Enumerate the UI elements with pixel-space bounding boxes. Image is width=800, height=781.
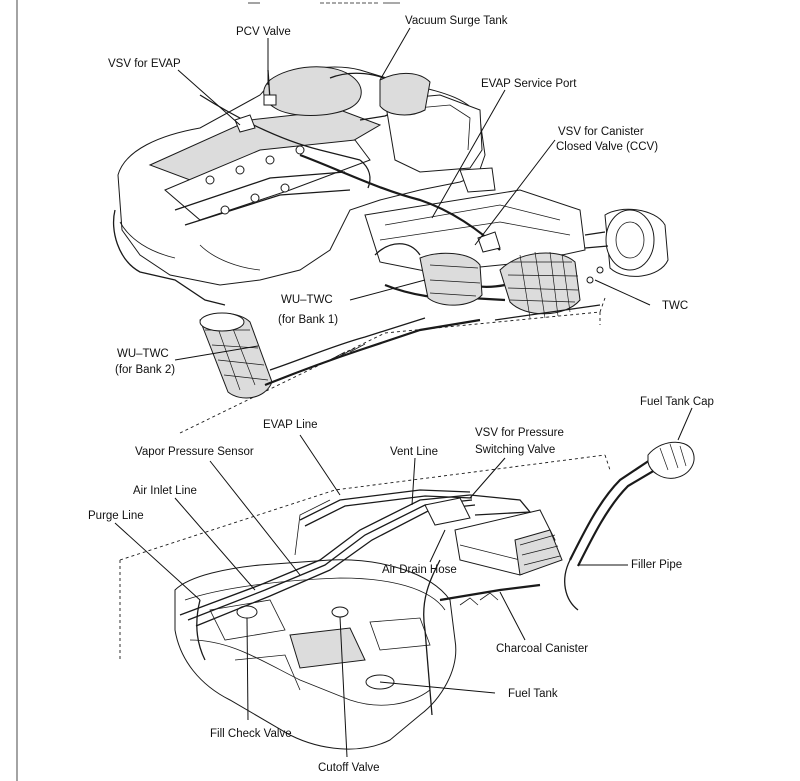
label-wu-twc-bank2-line2: (for Bank 2) xyxy=(115,364,175,376)
label-air-drain-hose: Air Drain Hose xyxy=(382,564,457,576)
leader-fuel-tank xyxy=(379,681,496,694)
engine-illustration xyxy=(112,66,669,434)
leader-evap-line xyxy=(299,434,341,496)
leader-air-inlet-line xyxy=(174,497,256,591)
leader-vapor-pressure-sensor xyxy=(209,460,301,576)
leader-twc xyxy=(594,279,651,306)
leader-vsv-ccv xyxy=(474,139,556,246)
label-vsv-for-evap: VSV for EVAP xyxy=(108,58,181,70)
label-vsv-pressure-line1: VSV for Pressure xyxy=(475,427,564,439)
leader-vent-line xyxy=(411,457,416,506)
fuel-system-illustration xyxy=(119,441,695,750)
leader-cutoff-valve xyxy=(339,616,348,758)
label-air-inlet-line: Air Inlet Line xyxy=(133,485,197,497)
label-vsv-pressure-line2: Switching Valve xyxy=(475,444,555,456)
label-charcoal-canister: Charcoal Canister xyxy=(496,643,588,655)
leader-purge-line xyxy=(114,522,201,601)
label-wu-twc-bank2-line1: WU–TWC xyxy=(117,348,169,360)
label-vacuum-surge-tank: Vacuum Surge Tank xyxy=(405,15,508,27)
label-vsv-ccv-line2: Closed Valve (CCV) xyxy=(556,141,658,153)
label-fuel-tank-cap: Fuel Tank Cap xyxy=(640,396,714,408)
label-twc: TWC xyxy=(662,300,688,312)
label-evap-line: EVAP Line xyxy=(263,419,318,431)
label-cutoff-valve: Cutoff Valve xyxy=(318,762,380,774)
leader-wu-twc-bank2 xyxy=(174,345,259,361)
label-purge-line: Purge Line xyxy=(88,510,144,522)
leader-fuel-tank-cap xyxy=(677,407,693,441)
leader-fill-check-valve xyxy=(246,617,249,721)
label-vent-line: Vent Line xyxy=(390,446,438,458)
leader-vacuum-surge-tank xyxy=(379,27,411,81)
label-pcv-valve: PCV Valve xyxy=(236,26,291,38)
label-vsv-ccv-line1: VSV for Canister xyxy=(558,126,644,138)
label-vapor-pressure-sensor: Vapor Pressure Sensor xyxy=(135,446,254,458)
leader-lines xyxy=(114,27,693,758)
label-wu-twc-bank1-line2: (for Bank 1) xyxy=(278,314,338,326)
leader-vsv-pressure xyxy=(469,457,506,499)
leader-charcoal-canister xyxy=(499,591,526,641)
leader-wu-twc-bank1 xyxy=(349,279,426,301)
leader-vsv-evap xyxy=(177,69,241,126)
leader-evap-service-port xyxy=(431,89,506,219)
label-fill-check-valve: Fill Check Valve xyxy=(210,728,292,740)
leader-air-drain-hose xyxy=(429,529,446,563)
label-fuel-tank: Fuel Tank xyxy=(508,688,558,700)
label-filler-pipe: Filler Pipe xyxy=(631,559,682,571)
label-wu-twc-bank1-line1: WU–TWC xyxy=(281,294,333,306)
label-evap-service-port: EVAP Service Port xyxy=(481,78,577,90)
